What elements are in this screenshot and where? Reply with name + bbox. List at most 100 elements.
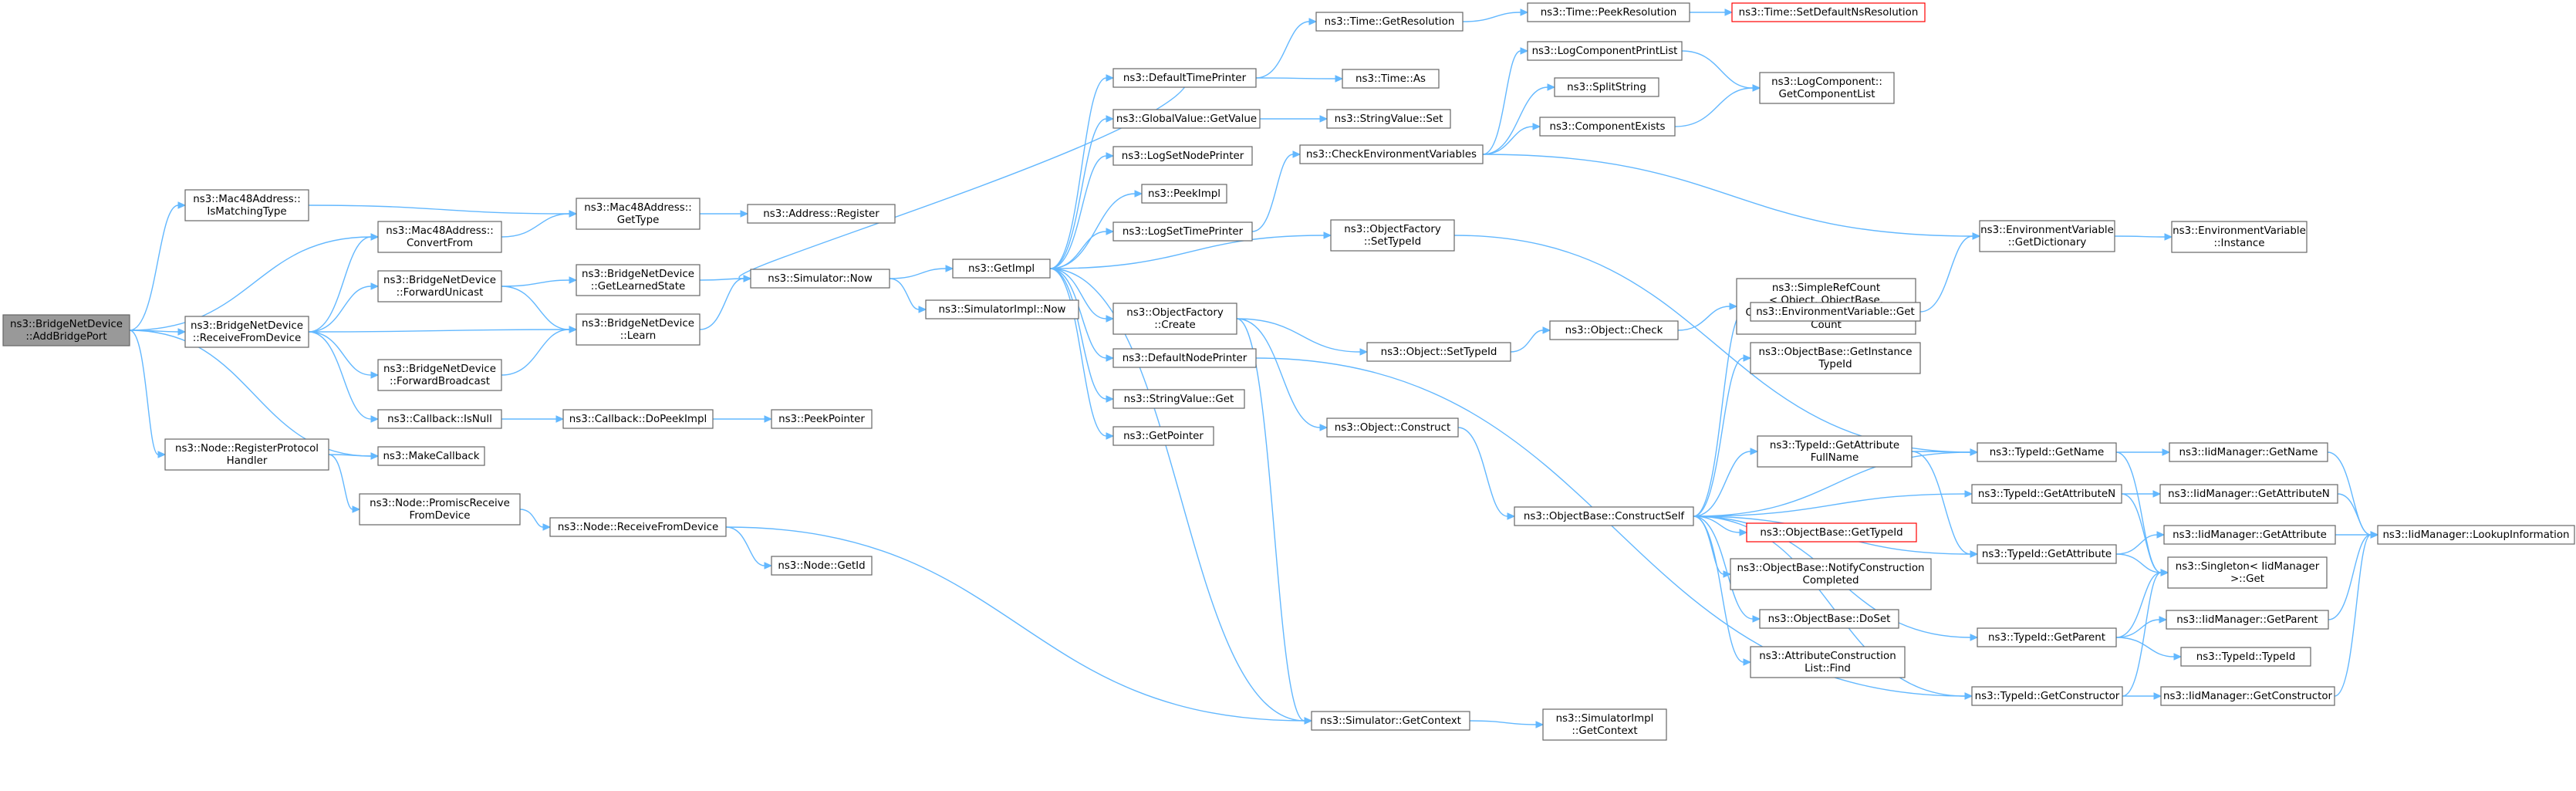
node-simulator-impl-get-context[interactable]: ns3::SimulatorImpl::GetContext — [1542, 708, 1667, 741]
node-get-impl[interactable]: ns3::GetImpl — [952, 259, 1051, 279]
node-type-id-get-constructor[interactable]: ns3::TypeId::GetConstructor — [1971, 686, 2123, 706]
call-edge-line — [1255, 77, 1336, 79]
node-object-base-do-set[interactable]: ns3::ObjectBase::DoSet — [1759, 609, 1899, 629]
node-simulator-now[interactable]: ns3::Simulator::Now — [750, 269, 890, 289]
node-iid-manager-get-parent[interactable]: ns3::IidManager::GetParent — [2166, 610, 2329, 630]
node-bridge-forward-broadcast[interactable]: ns3::BridgeNetDevice::ForwardBroadcast — [377, 359, 502, 391]
node-log-component-get-component-list[interactable]: ns3::LogComponent::GetComponentList — [1759, 72, 1895, 104]
node-object-base-notify-construction-completed[interactable]: ns3::ObjectBase::NotifyConstructionCompl… — [1730, 558, 1932, 590]
node-box — [1527, 41, 1683, 61]
node-type-id-type-id[interactable]: ns3::TypeId::TypeId — [2180, 647, 2311, 667]
node-iid-manager-get-constructor[interactable]: ns3::IidManager::GetConstructor — [2160, 686, 2335, 706]
call-edge-line — [1482, 50, 1521, 155]
node-type-id-get-attribute[interactable]: ns3::TypeId::GetAttribute — [1977, 544, 2117, 564]
call-edge-arrowhead — [1750, 448, 1759, 455]
call-edge-line — [889, 278, 920, 310]
node-bridge-forward-unicast[interactable]: ns3::BridgeNetDevice::ForwardUnicast — [377, 270, 502, 303]
node-environment-variable-get[interactable]: ns3::EnvironmentVariable::Get — [1750, 302, 1921, 322]
call-edge-arrowhead — [764, 415, 773, 423]
node-callback-do-peek-impl[interactable]: ns3::Callback::DoPeekImpl — [562, 409, 714, 429]
node-node-get-id[interactable]: ns3::Node::GetId — [771, 556, 873, 576]
call-edge-line — [2334, 534, 2372, 697]
call-edge-line — [1693, 311, 1744, 517]
node-object-check[interactable]: ns3::Object::Check — [1549, 320, 1679, 340]
node-label: ns3::Address::Register — [763, 208, 879, 220]
node-label: ns3::Time::As — [1356, 73, 1426, 85]
node-peek-impl[interactable]: ns3::PeekImpl — [1141, 184, 1227, 204]
node-singleton-iid-manager-get[interactable]: ns3::Singleton< IidManager >::Get — [2167, 556, 2328, 589]
node-peek-pointer[interactable]: ns3::PeekPointer — [771, 409, 873, 429]
node-mac48-get-type[interactable]: ns3::Mac48Address::GetType — [576, 198, 701, 230]
node-default-time-printer[interactable]: ns3::DefaultTimePrinter — [1112, 68, 1257, 88]
node-label: Count — [1811, 319, 1842, 331]
node-iid-manager-lookup-information[interactable]: ns3::IidManager::LookupInformation — [2377, 525, 2575, 545]
node-log-set-time-printer[interactable]: ns3::LogSetTimePrinter — [1112, 221, 1253, 242]
node-box — [184, 189, 309, 221]
call-edge-arrowhead — [1106, 228, 1115, 235]
node-callback-is-null[interactable]: ns3::Callback::IsNull — [377, 409, 502, 429]
node-make-callback[interactable]: ns3::MakeCallback — [377, 446, 485, 466]
node-object-base-construct-self[interactable]: ns3::ObjectBase::ConstructSelf — [1514, 506, 1694, 526]
node-string-value-get[interactable]: ns3::StringValue::Get — [1112, 389, 1245, 409]
node-label: FullName — [1811, 452, 1859, 464]
node-iid-manager-get-attribute[interactable]: ns3::IidManager::GetAttribute — [2163, 525, 2336, 545]
node-object-set-type-id[interactable]: ns3::Object::SetTypeId — [1366, 342, 1511, 362]
node-object-base-get-type-id[interactable]: ns3::ObjectBase::GetTypeId — [1746, 522, 1917, 543]
node-object-factory-create[interactable]: ns3::ObjectFactory::Create — [1112, 303, 1237, 335]
call-edge-arrowhead — [569, 326, 578, 333]
node-default-node-printer[interactable]: ns3::DefaultNodePrinter — [1112, 348, 1257, 368]
node-environment-variable-instance[interactable]: ns3::EnvironmentVariable::Instance — [2171, 221, 2308, 253]
call-edge-arrowhead — [764, 562, 773, 570]
node-simulator-get-context[interactable]: ns3::Simulator::GetContext — [1311, 711, 1470, 731]
node-bridge-receive-from-device[interactable]: ns3::BridgeNetDevice::ReceiveFromDevice — [184, 316, 309, 348]
node-node-receive-from-device[interactable]: ns3::Node::ReceiveFromDevice — [549, 517, 727, 537]
node-iid-manager-get-name[interactable]: ns3::IidManager::GetName — [2169, 442, 2328, 462]
node-box — [1746, 522, 1917, 543]
node-log-set-node-printer[interactable]: ns3::LogSetNodePrinter — [1112, 146, 1253, 166]
call-edge — [1482, 47, 1529, 155]
node-component-exists[interactable]: ns3::ComponentExists — [1539, 117, 1676, 137]
node-bridge-learn[interactable]: ns3::BridgeNetDevice::Learn — [576, 313, 701, 346]
node-environment-variable-get-dictionary[interactable]: ns3::EnvironmentVariable::GetDictionary — [1979, 220, 2115, 252]
node-label: ns3::BridgeNetDevice — [582, 269, 694, 280]
node-type-id-get-name[interactable]: ns3::TypeId::GetName — [1977, 442, 2117, 462]
call-edge-arrowhead — [1308, 18, 1318, 25]
node-object-construct[interactable]: ns3::Object::Construct — [1326, 417, 1459, 438]
node-label: ns3::PeekPointer — [778, 414, 865, 425]
node-time-peek-resolution[interactable]: ns3::Time::PeekResolution — [1527, 2, 1690, 22]
node-global-value-get-value[interactable]: ns3::GlobalValue::GetValue — [1112, 109, 1261, 129]
node-label: ns3::SimulatorImpl::Now — [938, 304, 1065, 316]
node-time-set-default-ns-resolution[interactable]: ns3::Time::SetDefaultNsResolution — [1731, 2, 1926, 22]
node-log-component-print-list[interactable]: ns3::LogComponentPrintList — [1527, 41, 1683, 61]
node-mac48-is-matching-type[interactable]: ns3::Mac48Address::IsMatchingType — [184, 189, 309, 221]
node-type-id-get-parent[interactable]: ns3::TypeId::GetParent — [1977, 627, 2117, 647]
node-box — [1750, 342, 1921, 374]
node-label: ns3::DefaultNodePrinter — [1123, 353, 1247, 364]
node-mac48-convert-from[interactable]: ns3::Mac48Address::ConvertFrom — [377, 221, 502, 253]
node-object-factory-set-type-id[interactable]: ns3::ObjectFactory::SetTypeId — [1330, 219, 1455, 252]
node-get-pointer[interactable]: ns3::GetPointer — [1112, 426, 1214, 446]
node-iid-manager-get-attribute-n[interactable]: ns3::IidManager::GetAttributeN — [2159, 484, 2338, 504]
call-edge-line — [1919, 235, 1973, 313]
call-edge-arrowhead — [1520, 47, 1529, 55]
call-edge-line — [1236, 318, 1361, 353]
call-edge-line — [129, 330, 372, 457]
call-edge — [328, 452, 380, 460]
node-simulator-impl-now[interactable]: ns3::SimulatorImpl::Now — [925, 299, 1079, 319]
node-check-environment-variables[interactable]: ns3::CheckEnvironmentVariables — [1299, 144, 1484, 164]
node-address-register[interactable]: ns3::Address::Register — [747, 204, 896, 224]
node-label: ns3::ObjectFactory — [1126, 307, 1224, 319]
node-string-value-set[interactable]: ns3::StringValue::Set — [1326, 109, 1451, 129]
node-type-id-get-attribute-n[interactable]: ns3::TypeId::GetAttributeN — [1971, 484, 2122, 504]
node-label: ::Instance — [2214, 238, 2265, 249]
node-split-string[interactable]: ns3::SplitString — [1554, 77, 1659, 97]
node-time-as[interactable]: ns3::Time::As — [1342, 69, 1440, 89]
call-edge — [1674, 84, 1761, 127]
node-time-get-resolution[interactable]: ns3::Time::GetResolution — [1315, 12, 1464, 32]
node-bridge-get-learned-state[interactable]: ns3::BridgeNetDevice::GetLearnedState — [576, 264, 701, 296]
